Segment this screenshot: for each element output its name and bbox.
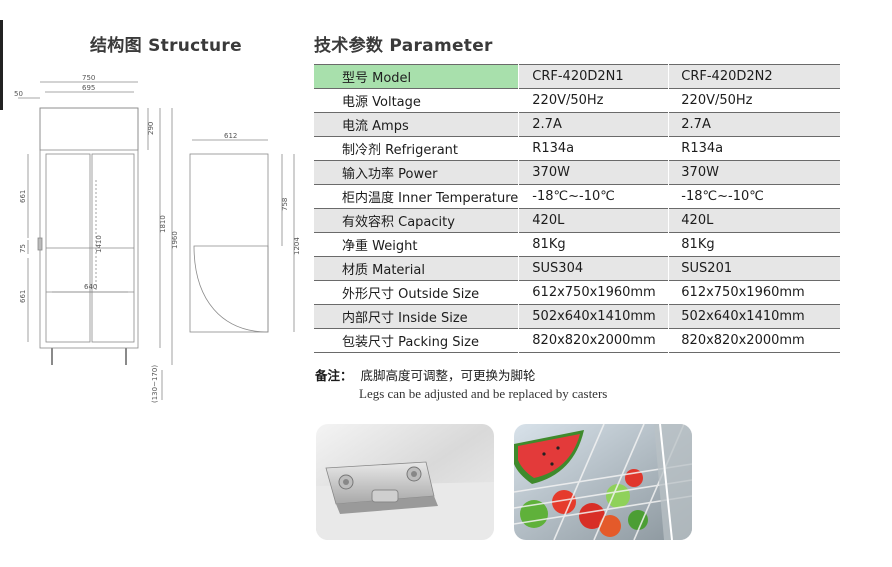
front-view-body xyxy=(39,107,139,349)
dim-body-height: 1810 xyxy=(159,215,167,233)
row-label: 柜内温度 Inner Temperature xyxy=(314,184,519,209)
dim-total-height: 1960 xyxy=(171,231,179,249)
row-value-1: R134a xyxy=(518,136,669,161)
side-view-body xyxy=(189,153,269,333)
table-row: 有效容积 Capacity 420L 420L xyxy=(314,208,840,233)
row-value-1: CRF-420D2N1 xyxy=(518,64,669,89)
table-row: 电源 Voltage 220V/50Hz 220V/50Hz xyxy=(314,88,840,113)
caster-bracket-photo xyxy=(316,424,494,540)
structure-drawing: 750 695 50 290 661 75 661 1410 640 1810 … xyxy=(14,74,301,403)
row-label: 制冷剂 Refrigerant xyxy=(314,136,519,161)
row-label: 内部尺寸 Inside Size xyxy=(314,304,519,329)
dim-inner-height: 1410 xyxy=(95,235,103,253)
table-row: 内部尺寸 Inside Size 502x640x1410mm 502x640x… xyxy=(314,304,840,329)
table-row: 外形尺寸 Outside Size 612x750x1960mm 612x750… xyxy=(314,280,840,305)
note-label: 备注： xyxy=(315,368,353,383)
row-value-2: 820x820x2000mm xyxy=(668,328,840,353)
dim-inner-width: 695 xyxy=(82,84,95,92)
row-label: 输入功率 Power xyxy=(314,160,519,185)
row-value-2: 420L xyxy=(668,208,840,233)
row-value-2: 2.7A xyxy=(668,112,840,137)
row-value-1: 420L xyxy=(518,208,669,233)
parameter-table: 型号 Model CRF-420D2N1 CRF-420D2N2 电源 Volt… xyxy=(314,64,840,353)
row-value-2: -18℃~-10℃ xyxy=(668,184,840,209)
dim-left-offset: 50 xyxy=(14,90,23,98)
row-value-1: SUS304 xyxy=(518,256,669,281)
note-text-cn: 底脚高度可调整，可更换为脚轮 xyxy=(360,368,536,383)
row-label: 材质 Material xyxy=(314,256,519,281)
dim-side-upper: 758 xyxy=(281,198,289,211)
parameter-heading: 技术参数 Parameter xyxy=(314,36,493,56)
row-value-1: 820x820x2000mm xyxy=(518,328,669,353)
table-row: 净重 Weight 81Kg 81Kg xyxy=(314,232,840,257)
row-value-2: 612x750x1960mm xyxy=(668,280,840,305)
row-label: 有效容积 Capacity xyxy=(314,208,519,233)
row-label: 电流 Amps xyxy=(314,112,519,137)
dim-leg-range: (130~170) xyxy=(151,365,159,403)
row-value-1: 2.7A xyxy=(518,112,669,137)
dim-shelf-width: 640 xyxy=(84,283,97,291)
row-value-2: 502x640x1410mm xyxy=(668,304,840,329)
row-value-1: 220V/50Hz xyxy=(518,88,669,113)
dim-top-height: 290 xyxy=(147,122,155,135)
front-view-top-compartment xyxy=(39,107,139,151)
table-row: 电流 Amps 2.7A 2.7A xyxy=(314,112,840,137)
row-value-1: 370W xyxy=(518,160,669,185)
table-row: 材质 Material SUS304 SUS201 xyxy=(314,256,840,281)
row-value-1: -18℃~-10℃ xyxy=(518,184,669,209)
table-row: 包装尺寸 Packing Size 820x820x2000mm 820x820… xyxy=(314,328,840,353)
dim-side-lower: 1204 xyxy=(293,237,301,255)
row-value-2: 370W xyxy=(668,160,840,185)
table-row: 型号 Model CRF-420D2N1 CRF-420D2N2 xyxy=(314,64,840,89)
dim-top-width: 750 xyxy=(82,74,95,82)
food-storage-photo xyxy=(514,424,692,540)
row-label: 电源 Voltage xyxy=(314,88,519,113)
dim-gap: 75 xyxy=(19,244,27,253)
structure-heading: 结构图 Structure xyxy=(90,36,242,56)
row-value-1: 612x750x1960mm xyxy=(518,280,669,305)
table-row: 柜内温度 Inner Temperature -18℃~-10℃ -18℃~-1… xyxy=(314,184,840,209)
left-edge-bar xyxy=(0,20,3,110)
dim-side-width: 612 xyxy=(224,132,237,140)
note-line: 备注： 底脚高度可调整，可更换为脚轮 xyxy=(315,365,536,384)
row-value-2: CRF-420D2N2 xyxy=(668,64,840,89)
row-value-2: R134a xyxy=(668,136,840,161)
row-label: 包装尺寸 Packing Size xyxy=(314,328,519,353)
dim-door-lower: 661 xyxy=(19,290,27,303)
row-value-2: 220V/50Hz xyxy=(668,88,840,113)
row-value-2: 81Kg xyxy=(668,232,840,257)
note-text-en: Legs can be adjusted and be replaced by … xyxy=(359,386,608,401)
row-value-2: SUS201 xyxy=(668,256,840,281)
row-value-1: 502x640x1410mm xyxy=(518,304,669,329)
table-row: 输入功率 Power 370W 370W xyxy=(314,160,840,185)
dim-door-upper: 661 xyxy=(19,190,27,203)
row-label: 型号 Model xyxy=(314,64,519,89)
row-label: 净重 Weight xyxy=(314,232,519,257)
row-label: 外形尺寸 Outside Size xyxy=(314,280,519,305)
side-view-door-curve xyxy=(193,245,269,333)
row-value-1: 81Kg xyxy=(518,232,669,257)
table-row: 制冷剂 Refrigerant R134a R134a xyxy=(314,136,840,161)
